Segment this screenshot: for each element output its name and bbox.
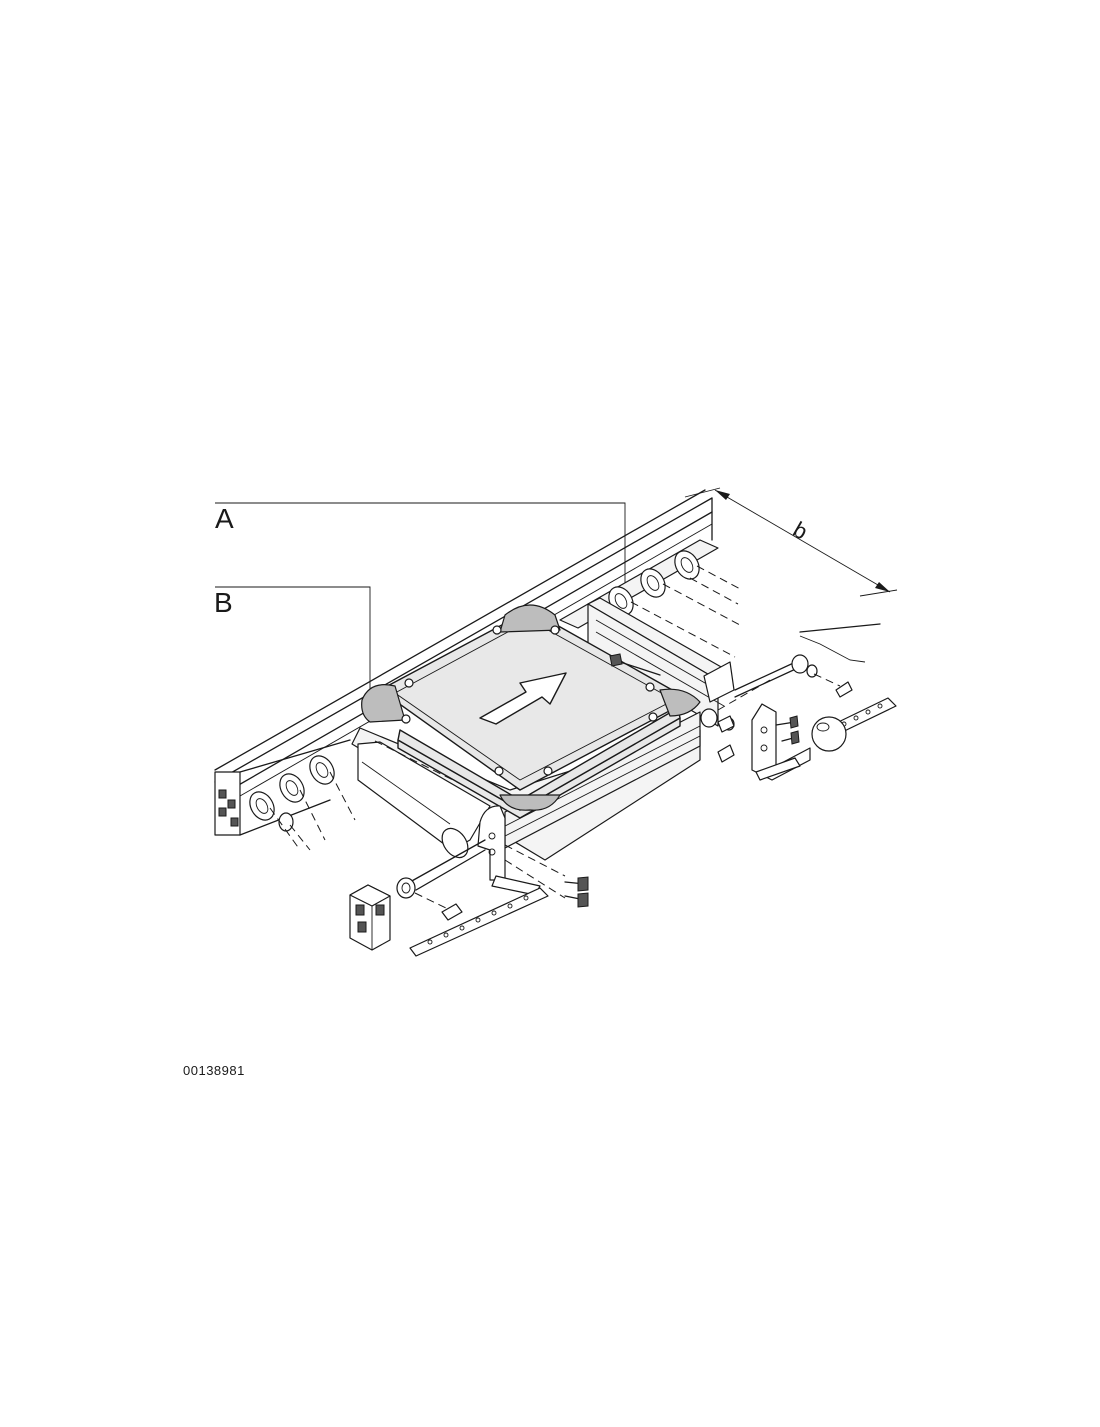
dimension-b xyxy=(684,487,898,597)
figure-id: 00138981 xyxy=(183,1063,245,1078)
callout-label-b: B xyxy=(214,587,233,618)
right-bracket-upper xyxy=(717,623,897,781)
callout-leader-b xyxy=(215,586,371,690)
stop-component xyxy=(349,884,391,951)
callout-leader-a xyxy=(215,502,626,625)
left-bracket-lower xyxy=(396,805,589,957)
callout-label-a: A xyxy=(215,503,234,534)
transport-direction-arrow-icon xyxy=(479,672,567,725)
front-rail-profile xyxy=(214,739,351,836)
lower-rollers xyxy=(249,755,356,851)
